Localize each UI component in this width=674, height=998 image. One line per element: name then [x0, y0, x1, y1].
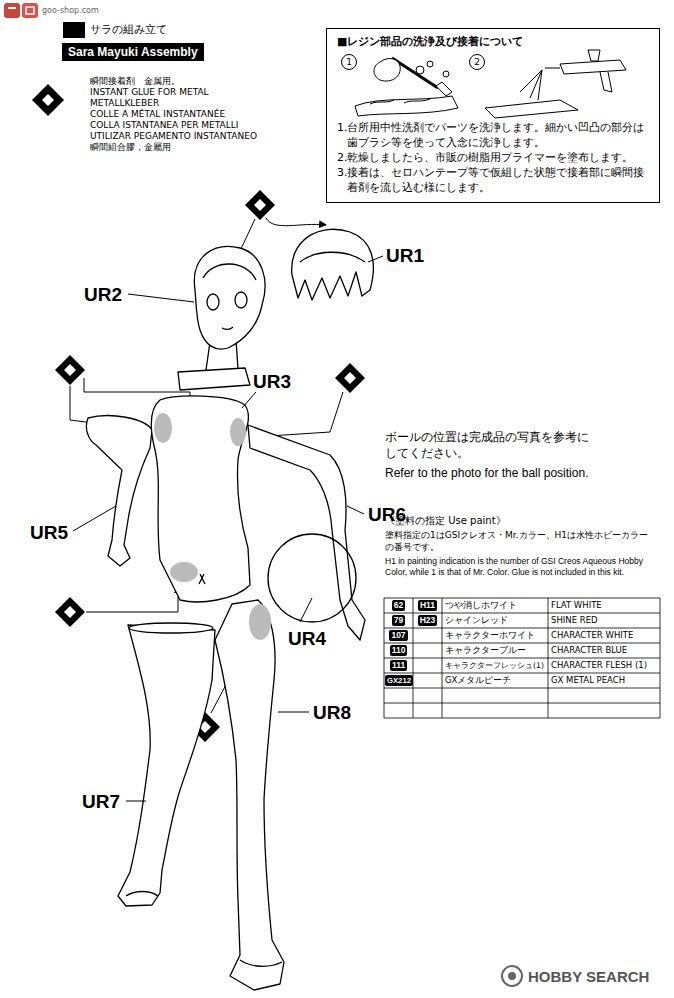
ball-note-en: Refer to the photo for the ball position…	[385, 466, 588, 482]
part-number: UR4	[288, 627, 326, 652]
table-rule	[548, 598, 549, 718]
torso-ur3	[151, 396, 250, 602]
paint-code: GX212	[385, 675, 413, 686]
hair-ur1	[292, 229, 374, 300]
paint-code: 110	[390, 645, 408, 656]
instruction-step: 1.台所用中性洗剤でパーツを洗浄します。細かい凹凸の部分は歯ブラシ等を使って入念…	[337, 120, 649, 150]
table-rule	[384, 718, 660, 719]
cleaning-illustration	[355, 50, 626, 118]
leg-ur7	[118, 625, 215, 906]
paint-code: 111	[390, 660, 407, 671]
paint-note-jp: 塗料指定の1はGSIクレオス・Mr.カラー、H1は水性ホビーカラーの番号です。	[385, 530, 657, 553]
paint-table-cell: CHARACTER BLUE	[551, 645, 627, 656]
paint-table-cell: GX METAL PEACH	[551, 675, 625, 686]
step-marker	[63, 22, 85, 38]
paint-table-cell: キャラクターホワイト	[445, 630, 535, 641]
table-rule	[384, 598, 660, 599]
illustration-area: 12	[337, 50, 649, 120]
table-rule	[442, 598, 443, 718]
paint-table-cell: CHARACTER FLESH (1)	[551, 660, 647, 671]
glue-note: METALLKLEBER	[90, 98, 159, 110]
paint-table-cell: SHINE RED	[551, 615, 598, 626]
arm-ur6	[248, 425, 365, 640]
arm-ur5	[86, 416, 152, 566]
table-rule	[660, 598, 661, 718]
table-rule	[384, 673, 660, 674]
paint-table-cell: キャラクターブルー	[445, 645, 526, 656]
paint-code: 62	[392, 600, 405, 611]
paint-table-cell: つや消しホワイト	[445, 600, 517, 611]
table-rule	[384, 643, 660, 644]
part-number: UR1	[386, 244, 424, 269]
glue-symbol	[32, 84, 64, 116]
instruction-step: 2.乾燥しましたら、市販の樹脂用プライマーを塗布します。	[337, 150, 649, 165]
glue-note: 瞬間接着剤 金属用。	[90, 76, 180, 88]
table-rule	[384, 598, 385, 718]
figure-parts	[86, 229, 373, 990]
watermark-logo	[4, 3, 38, 18]
section-title-jp: サラの組み立て	[90, 22, 167, 37]
part-number: UR7	[82, 790, 120, 815]
instruction-step: 3.接着は、セロハンテープ等で仮組した状態で接着部に瞬間接着剤を流し込む様にしま…	[337, 165, 649, 195]
section-title-en: Sara Mayuki Assembly	[68, 45, 198, 59]
neck-base	[178, 368, 250, 390]
glue-note: INSTANT GLUE FOR METAL	[90, 87, 209, 99]
table-rule	[413, 598, 414, 718]
part-number: UR2	[84, 283, 122, 308]
paint-table-cell: FLAT WHITE	[551, 600, 602, 611]
step-number: 1	[341, 54, 357, 70]
ball-note-jp: ボールの位置は完成品の写真を参考にしてください。	[385, 430, 600, 461]
paint-heading: 《塗料の指定 Use paint》	[385, 514, 506, 527]
step-number: 2	[469, 54, 485, 70]
paint-code: H11	[418, 600, 437, 611]
instruction-box: ■レジン部品の洗浄及び接着について121.台所用中性洗剤でパーツを洗浄します。細…	[326, 28, 660, 203]
paint-table-cell: シャインレッド	[445, 615, 508, 626]
part-number: UR3	[253, 370, 291, 395]
paint-note-en: H1 in painting indication is the number …	[385, 556, 657, 578]
glue-note: COLLE A MÉTAL INSTANTANÉE	[90, 109, 225, 121]
paint-code: 107	[389, 630, 407, 641]
part-number: UR5	[30, 521, 68, 546]
table-rule	[384, 703, 660, 704]
watermark-text: goo-shop.com	[42, 6, 99, 16]
table-rule	[384, 613, 660, 614]
paint-table-cell: CHARACTER WHITE	[551, 630, 633, 641]
table-rule	[384, 628, 660, 629]
table-rule	[384, 658, 660, 659]
section-header-band: サラの組み立てSara Mayuki Assembly	[62, 43, 204, 61]
leg-ur8	[215, 600, 284, 990]
glue-note: 瞬間組合膠，金屬用	[90, 142, 171, 154]
paint-code: 79	[392, 615, 405, 626]
glue-note: UTILIZAR PEGAMENTO INSTANTANEO	[90, 131, 257, 143]
table-rule	[384, 688, 660, 689]
paint-table-cell: キャラクターフレッシュ(1)	[445, 660, 544, 671]
ball-ur4	[268, 534, 356, 622]
head-ur2	[194, 247, 265, 350]
paint-table-cell: GXメタルピーチ	[445, 675, 511, 686]
box-heading: ■レジン部品の洗浄及び接着について	[337, 34, 649, 50]
watermark-text: HOBBY SEARCH	[528, 967, 649, 987]
paint-code: H23	[418, 615, 438, 626]
part-leader-lines	[73, 256, 383, 801]
glue-note: COLLA ISTANTANEA PER METALLI	[90, 120, 238, 132]
part-number: UR8	[313, 701, 351, 726]
watermark-emblem	[502, 966, 522, 986]
